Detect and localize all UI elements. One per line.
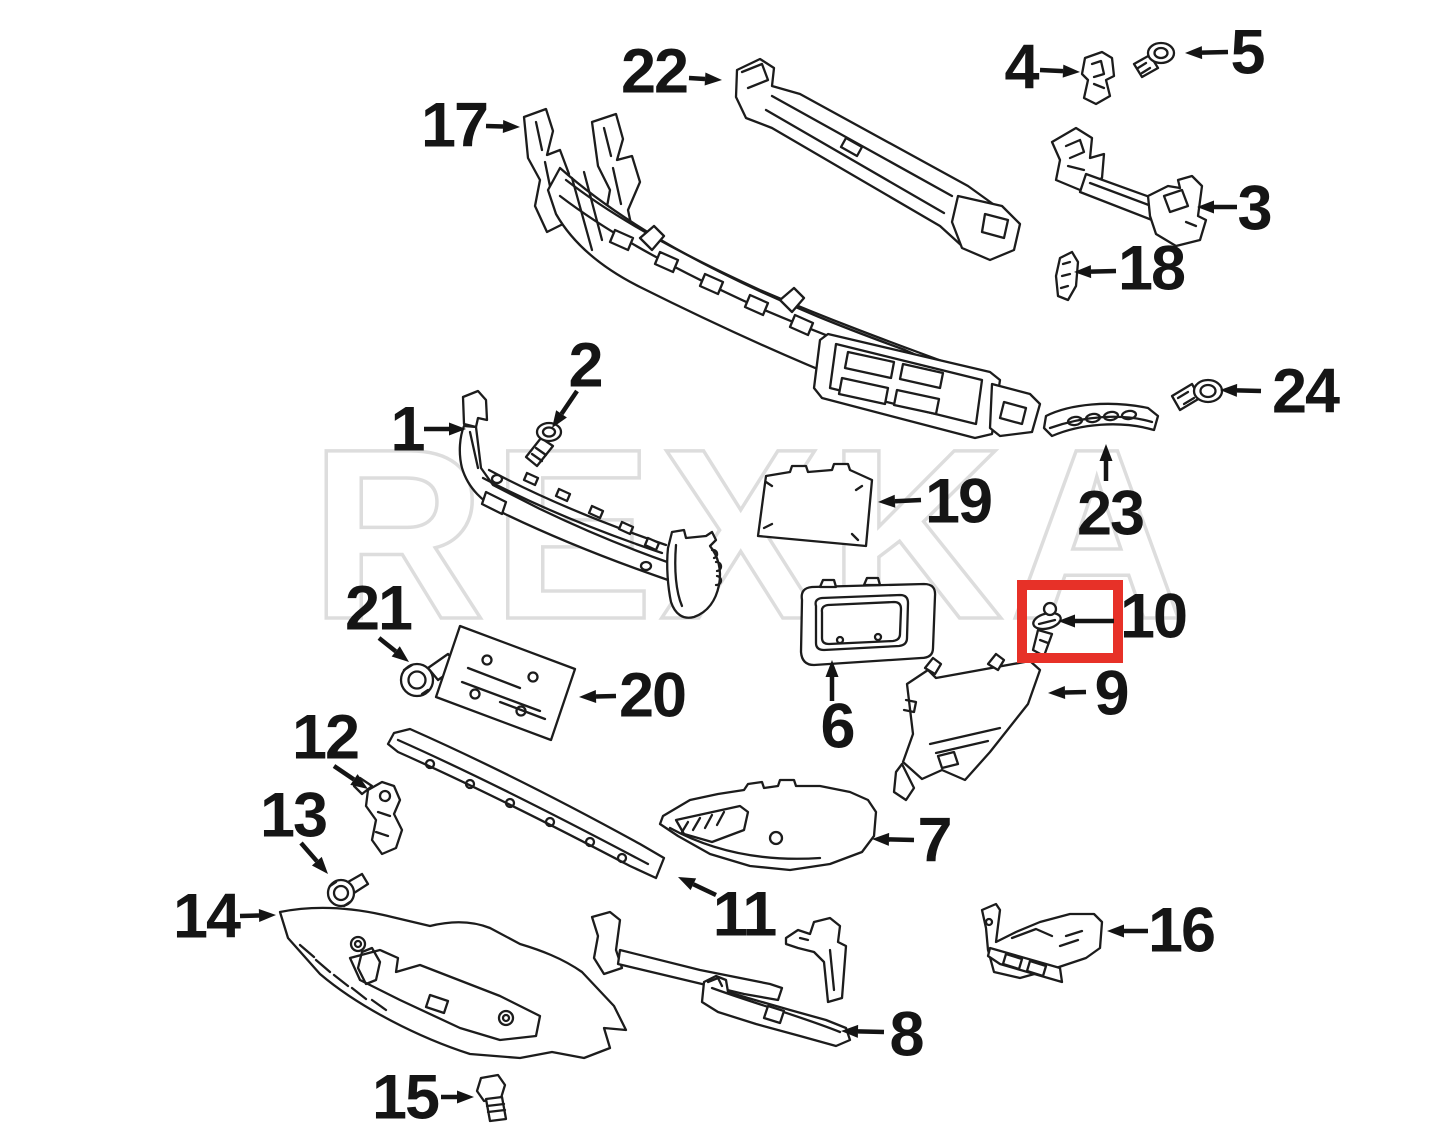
part-20-drawing (434, 624, 577, 742)
callout-arrow-19 (878, 494, 922, 508)
callout-arrow-20 (579, 690, 617, 704)
callout-arrow-17 (485, 120, 520, 133)
part-23-drawing (1042, 402, 1160, 438)
part-12-drawing (352, 776, 404, 856)
part-label-5: 5 (1230, 17, 1265, 88)
part-13-bolt-drawing (326, 872, 370, 908)
part-label-14: 14 (172, 881, 241, 952)
part-label-18: 18 (1117, 233, 1186, 304)
part-15-screw-drawing (475, 1073, 508, 1123)
part-14-drawing (278, 906, 628, 1060)
part-7-drawing (658, 778, 878, 872)
annotation-layer (239, 46, 1262, 1104)
callout-arrow-16 (1107, 924, 1148, 938)
callout-arrow-13 (299, 841, 328, 874)
callout-arrow-4 (1039, 64, 1080, 78)
part-label-20: 20 (618, 660, 687, 731)
callout-arrow-2 (552, 389, 579, 428)
part-label-11: 11 (712, 879, 778, 950)
part-label-15: 15 (371, 1062, 440, 1133)
part-2-screw-drawing (524, 421, 563, 468)
callout-arrow-23 (1099, 444, 1113, 481)
callout-arrow-22 (688, 72, 722, 86)
part-label-7: 7 (917, 805, 952, 876)
part-label-4: 4 (1004, 32, 1039, 103)
callout-arrow-6 (825, 660, 839, 701)
highlight-box (1017, 580, 1123, 663)
part-label-3: 3 (1237, 173, 1272, 244)
part-label-13: 13 (259, 780, 328, 851)
callout-arrow-24 (1220, 383, 1262, 397)
callout-arrow-7 (872, 832, 915, 846)
part-label-22: 22 (620, 36, 689, 107)
callout-arrow-18 (1074, 265, 1117, 279)
part-label-8: 8 (889, 999, 924, 1070)
callout-arrow-10 (1058, 614, 1114, 628)
bumper-frame-drawing (546, 166, 1042, 440)
part-18-drawing (1054, 250, 1080, 302)
part-22-drawing (734, 57, 1022, 262)
part-label-6: 6 (820, 691, 855, 762)
callout-arrow-11 (678, 877, 717, 898)
callout-arrow-3 (1197, 200, 1237, 214)
part-10-clip-drawing (1031, 601, 1062, 658)
part-19-drawing (756, 462, 874, 548)
callout-arrow-1 (424, 422, 466, 436)
callout-arrow-21 (377, 636, 409, 662)
part-5-bolt-drawing (1132, 41, 1176, 79)
part-label-12: 12 (291, 702, 360, 773)
callout-arrow-8 (841, 1024, 885, 1038)
callout-arrow-9 (1048, 686, 1087, 700)
part-1-drawing (458, 389, 723, 619)
callout-arrow-14 (239, 908, 276, 922)
part-4-drawing (1080, 50, 1116, 106)
watermark: REXKA (310, 399, 1191, 670)
part-8-drawing (700, 974, 852, 1048)
part-label-19: 19 (924, 466, 993, 537)
callout-arrow-5 (1185, 46, 1229, 60)
part-24-bolt-drawing (1170, 378, 1224, 412)
part-label-10: 10 (1119, 581, 1188, 652)
part-label-9: 9 (1094, 658, 1129, 729)
part-label-21: 21 (344, 573, 413, 644)
part-16-drawing (980, 902, 1104, 984)
part-label-23: 23 (1076, 478, 1145, 549)
part-6-drawing (799, 576, 937, 667)
part-11-drawing (386, 727, 848, 1004)
part-9-drawing (892, 652, 1042, 802)
part-label-2: 2 (568, 330, 603, 401)
callout-arrow-12 (332, 764, 368, 789)
diagram-linework (278, 41, 1224, 1123)
part-label-16: 16 (1147, 895, 1216, 966)
callout-arrow-15 (441, 1090, 474, 1104)
part-label-24: 24 (1271, 356, 1340, 427)
part-label-17: 17 (420, 90, 489, 161)
part-label-1: 1 (390, 394, 425, 465)
part-3-drawing (1050, 126, 1208, 248)
